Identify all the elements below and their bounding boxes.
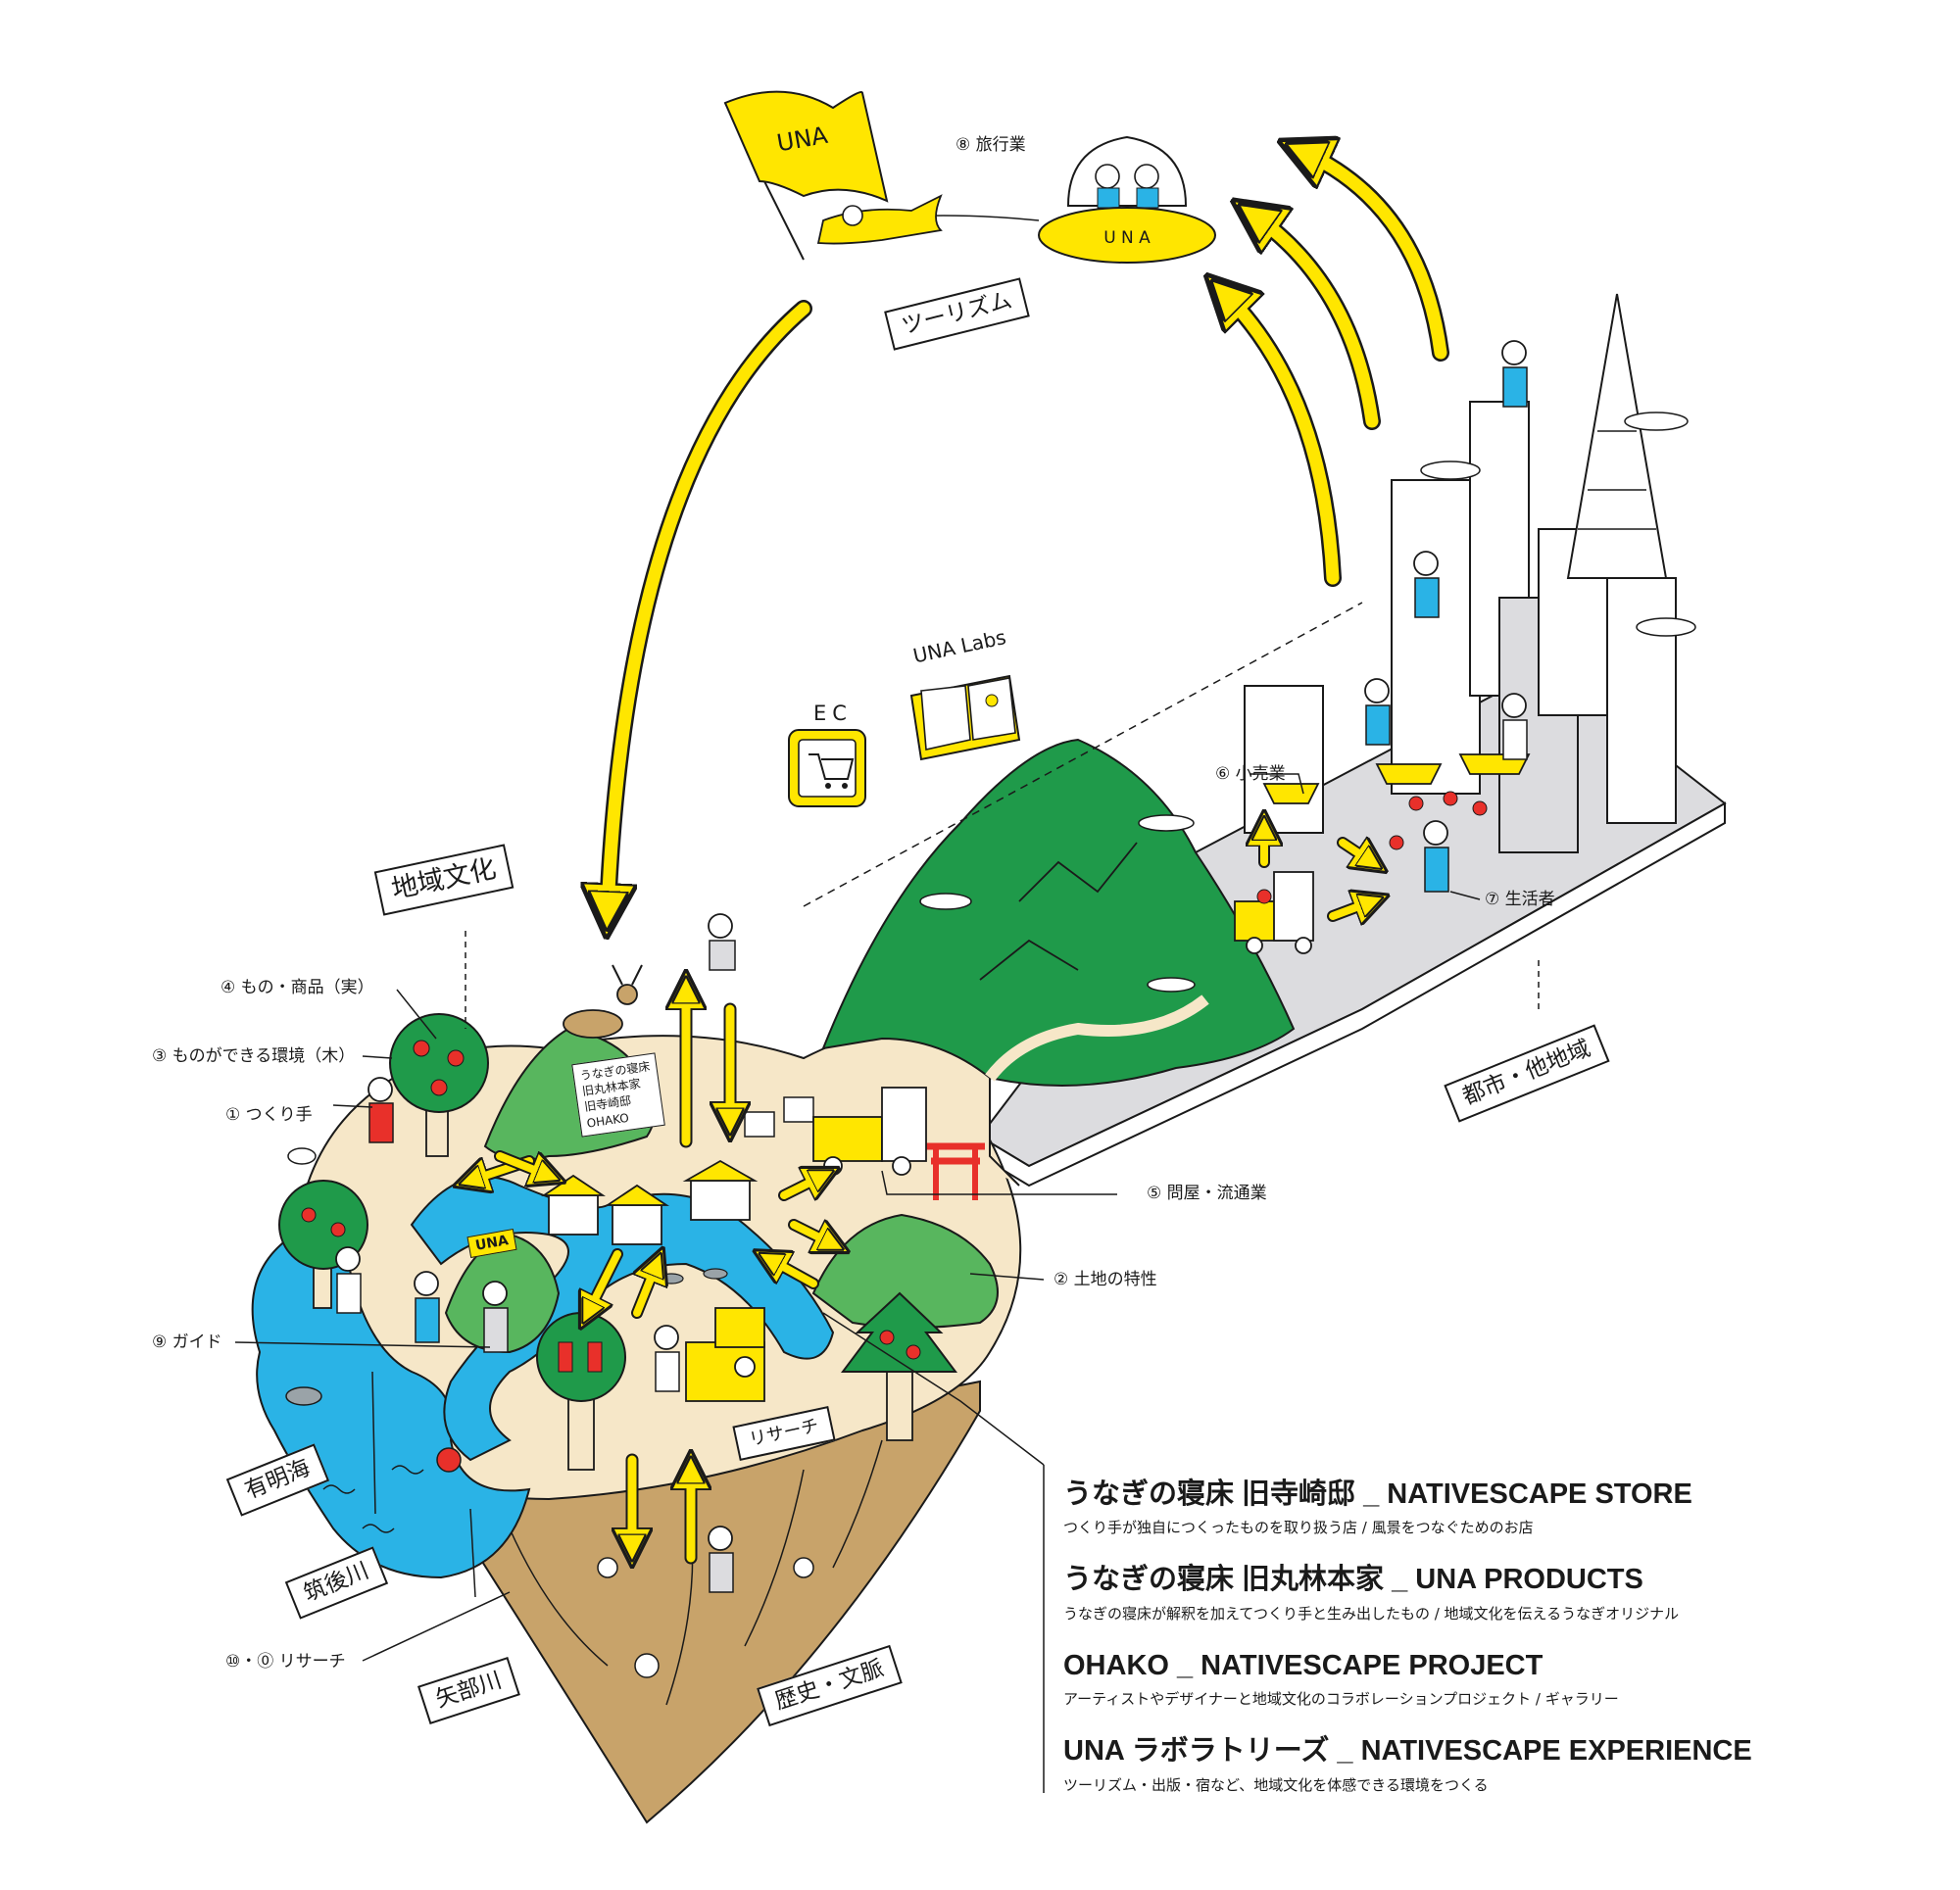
legend-desc: つくり手が独自につくったものを取り扱う店 / 風景をつなぐためのお店: [1063, 1519, 1534, 1537]
flow-arrows: [608, 152, 1449, 911]
deer: [563, 964, 643, 1039]
label-land: ② 土地の特性: [1054, 1270, 1157, 1289]
online-dashed-link: [803, 602, 1363, 907]
legend: うなぎの寝床 旧寺崎邸 _ NATIVESCAPE STORE つくり手が独自に…: [1063, 1479, 1906, 1822]
legend-desc: アーティストやデザイナーと地域文化のコラボレーションプロジェクト / ギャラリー: [1063, 1690, 1619, 1709]
research-building: [685, 1307, 765, 1402]
label-retail: ⑥ 小売業: [1215, 764, 1286, 784]
legend-entry: UNA ラボラトリーズ _ NATIVESCAPE EXPERIENCE ツーリ…: [1063, 1736, 1906, 1794]
delivery-trucks: [812, 871, 1314, 1176]
trees: [278, 1013, 957, 1471]
flag-carrier: UNA: [723, 90, 943, 261]
shop-sign: うなぎの寝床 旧丸林本家 旧寺崎邸 OHAKO: [571, 1052, 665, 1138]
ec-cart-icon: [788, 729, 866, 807]
legend-entry: うなぎの寝床 旧寺崎邸 _ NATIVESCAPE STORE つくり手が独自に…: [1063, 1479, 1906, 1537]
legend-title: UNA ラボラトリーズ _ NATIVESCAPE EXPERIENCE: [1063, 1735, 1752, 1768]
label-goods: ④ もの・商品（実）: [220, 978, 374, 997]
legend-title: OHAKO _ NATIVESCAPE PROJECT: [1063, 1649, 1544, 1681]
labs-book-icon: [909, 674, 1021, 761]
label-maker: ① つくり手: [225, 1105, 313, 1125]
small-arrows: [470, 828, 1372, 1558]
shop-buildings: [541, 1096, 814, 1245]
label-guide: ⑨ ガイド: [152, 1333, 222, 1352]
legend-desc: ツーリズム・出版・宿など、地域文化を体感できる環境をつくる: [1063, 1775, 1489, 1794]
big-mountain: [821, 738, 1296, 1087]
legend-entry: うなぎの寝床 旧丸林本家 _ UNA PRODUCTS うなぎの寝床が解釈を加え…: [1063, 1565, 1906, 1623]
critters: [285, 1147, 728, 1473]
label-environment: ③ ものができる環境（木）: [152, 1046, 356, 1066]
leader-lines: [234, 773, 1540, 1793]
label-ec: EC: [813, 702, 853, 725]
legend-entry: OHAKO _ NATIVESCAPE PROJECT アーティストやデザイナー…: [1063, 1649, 1906, 1709]
label-wholesale: ⑤ 問屋・流通業: [1147, 1184, 1267, 1203]
label-travel: ⑧ 旅行業: [956, 135, 1026, 155]
small-hills: [444, 1027, 999, 1354]
label-consumer: ⑦ 生活者: [1485, 890, 1555, 909]
legend-title: うなぎの寝床 旧寺崎邸 _ NATIVESCAPE STORE: [1063, 1478, 1692, 1510]
legend-title: うなぎの寝床 旧丸林本家 _ UNA PRODUCTS: [1063, 1564, 1643, 1596]
torii-gate: [926, 1142, 985, 1200]
label-research: ⑩・⓪ リサーチ: [225, 1652, 346, 1672]
ufo: U N A: [852, 135, 1216, 264]
ufo-text: U N A: [1103, 228, 1151, 248]
people: [335, 340, 1528, 1593]
city-buildings: [1244, 293, 1696, 904]
legend-desc: うなぎの寝床が解釈を加えてつくり手と生み出したもの / 地域文化を伝えるうなぎオ…: [1063, 1604, 1680, 1623]
